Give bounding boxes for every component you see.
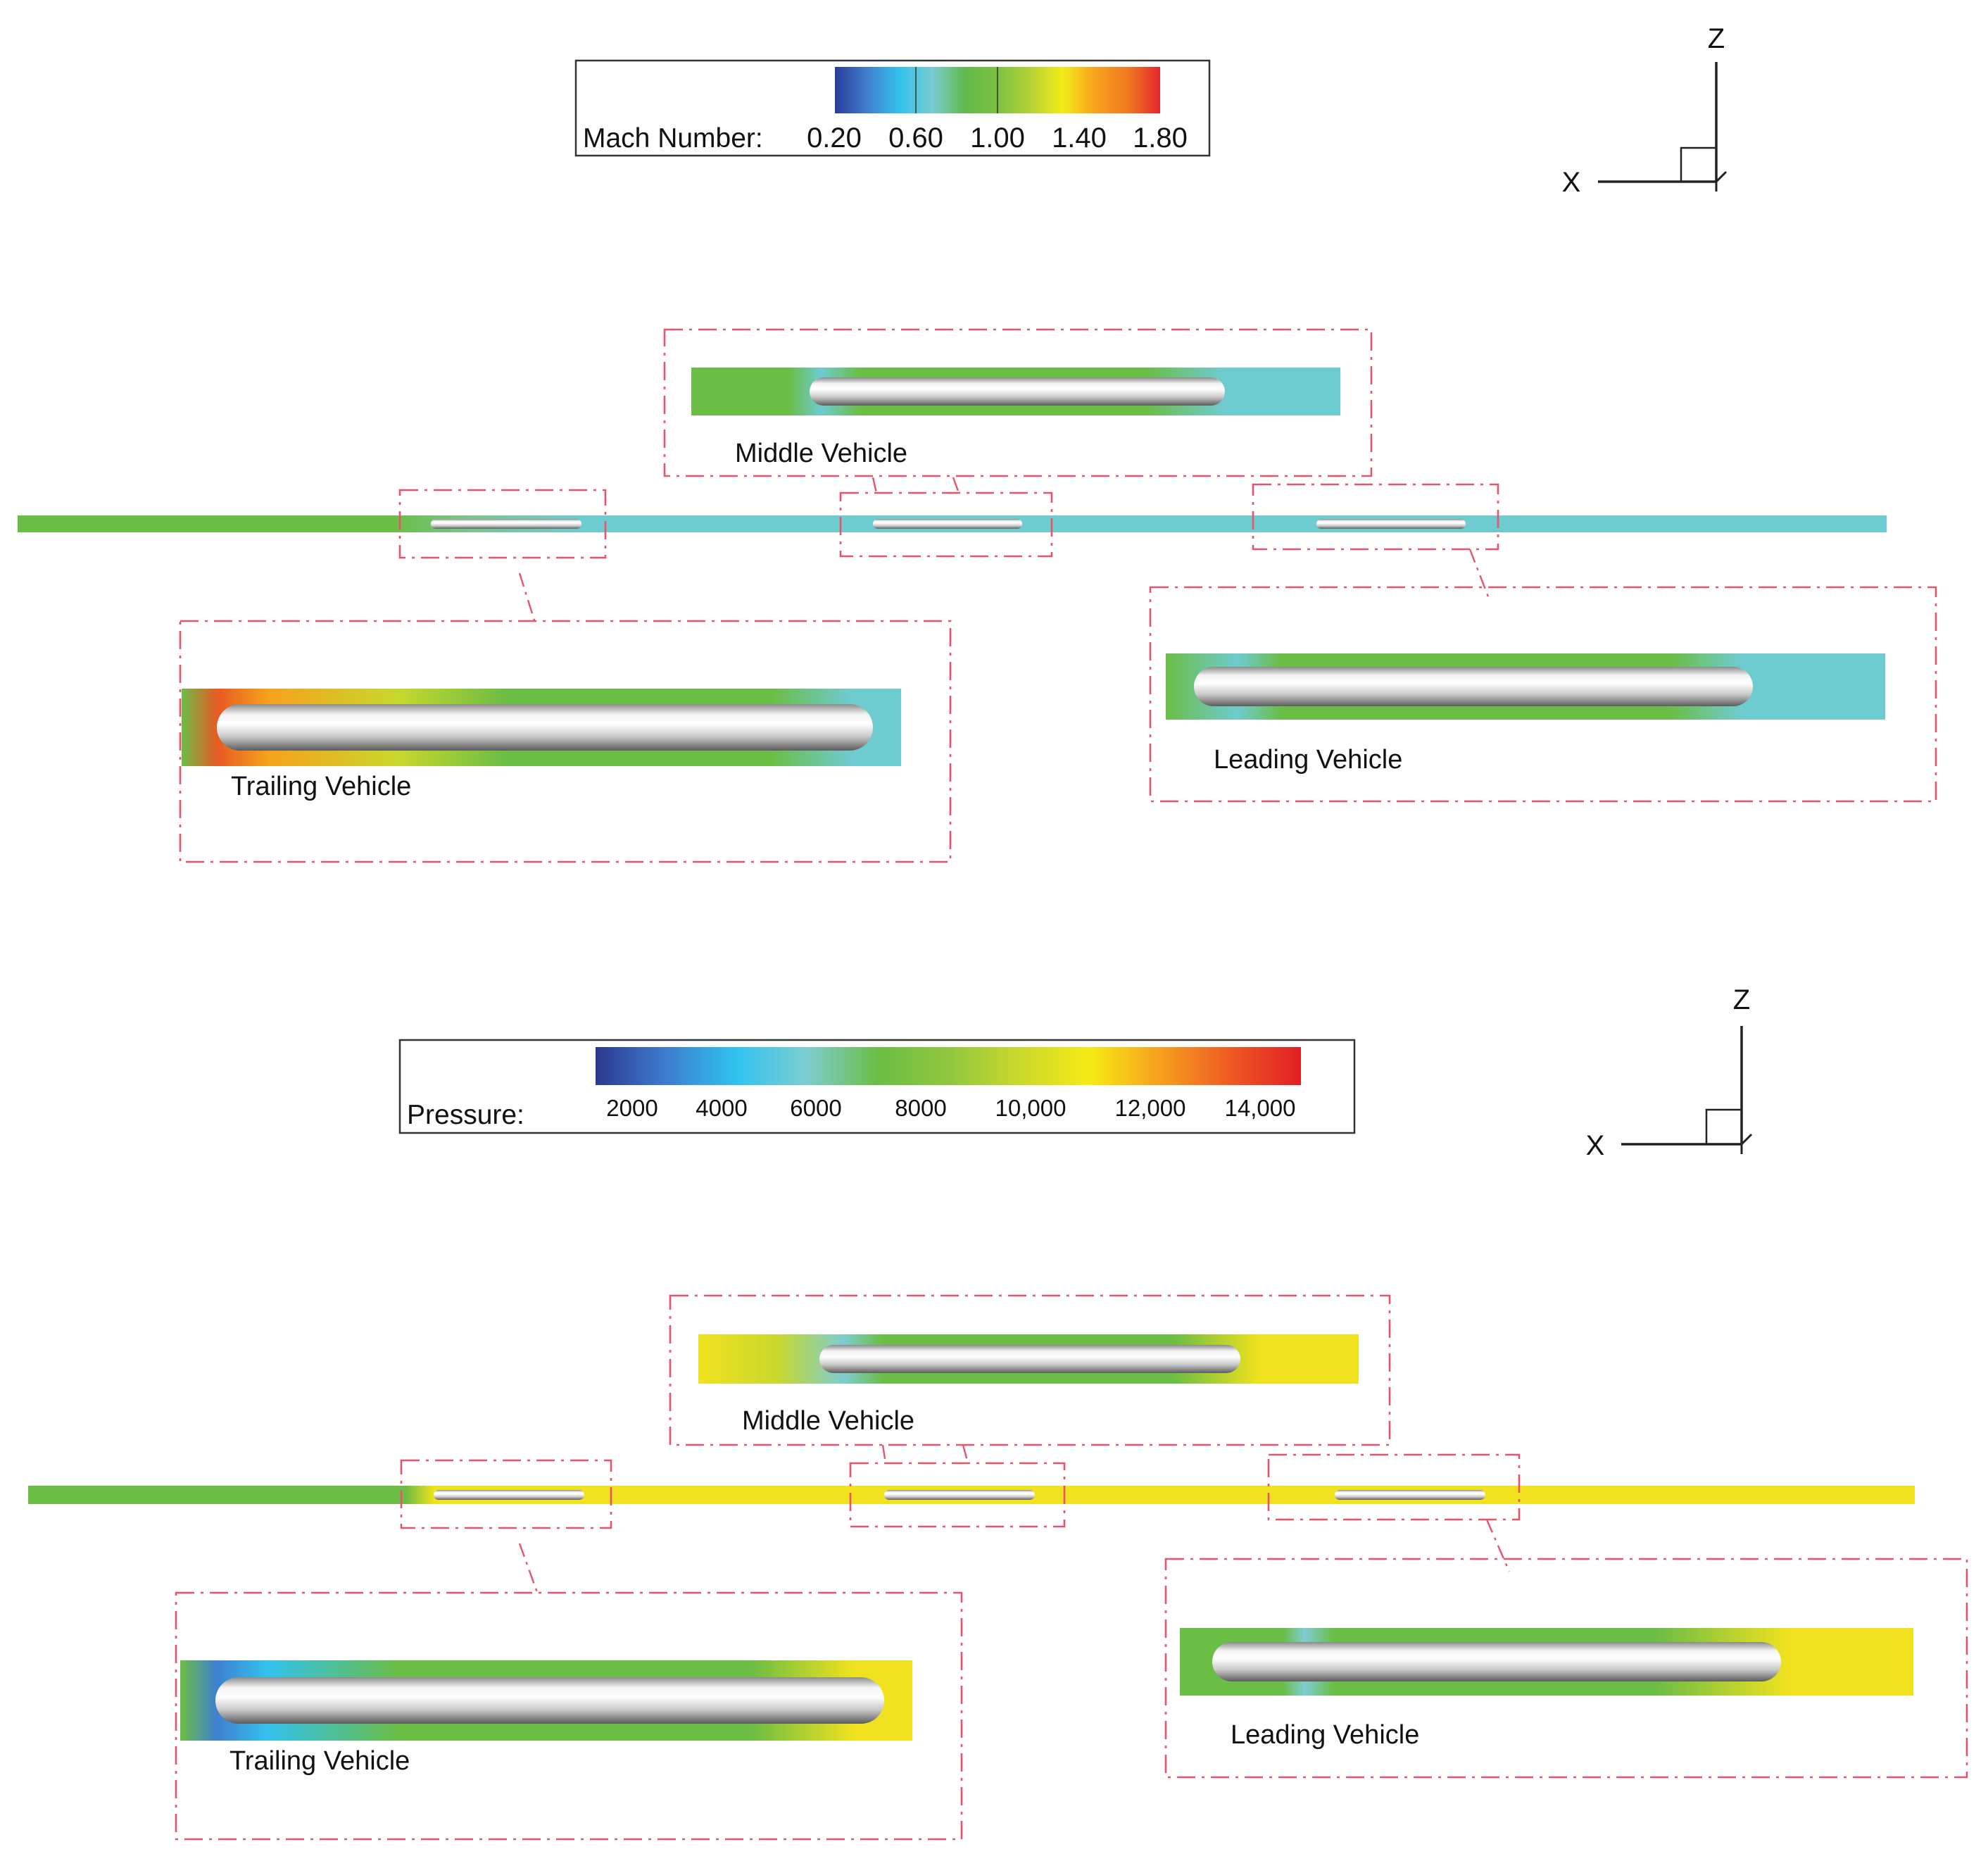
pressure-leading-label: Leading Vehicle (1231, 1720, 1419, 1750)
mach-middle-label: Middle Vehicle (735, 439, 907, 468)
mach-middle-vehicle (810, 377, 1225, 406)
y-axis-tick (1740, 1133, 1753, 1154)
mach-leading-label: Leading Vehicle (1214, 745, 1402, 775)
pressure-middle-callout (669, 1294, 1391, 1446)
pressure-leading-zoom: Leading Vehicle (1164, 1519, 1968, 1779)
pressure-middle-vehicle (819, 1345, 1240, 1373)
pressure-tick-label: 10,000 (995, 1095, 1067, 1121)
pressure-tick-label: 8000 (895, 1095, 946, 1121)
mach-trailing-callout (179, 620, 952, 863)
mach-tick-label: 1.80 (1133, 123, 1188, 154)
mach-leading-zoom: Leading Vehicle (1149, 549, 1937, 803)
pressure-tick-label: 14,000 (1225, 1095, 1296, 1121)
pressure-trailing-leader (518, 1543, 539, 1595)
mach-trailing-vehicle-body (431, 519, 581, 529)
pressure-tick-label: 6000 (790, 1095, 841, 1121)
mach-middle-zoom: Middle Vehicle (663, 328, 1373, 494)
mach-legend-title: Mach Number: (583, 123, 763, 154)
pressure-leading-vehicle (1212, 1642, 1781, 1681)
mach-trailing-leader (518, 572, 536, 623)
pressure-trailing-callout-small (400, 1459, 612, 1529)
pressure-middle-label: Middle Vehicle (742, 1406, 914, 1436)
pressure-middle-zoom: Middle Vehicle (669, 1294, 1391, 1464)
mach-axis-triad: Z X (1562, 23, 1728, 198)
pressure-tube-strip (28, 1453, 1915, 1529)
pressure-middle-leader (881, 1444, 969, 1464)
pressure-legend-title: Pressure: (407, 1100, 524, 1130)
pressure-tick-label: 4000 (696, 1095, 747, 1121)
x-axis-label: X (1562, 167, 1581, 198)
mach-trailing-zoom: Trailing Vehicle (179, 572, 952, 863)
pressure-axis-triad: Z X (1586, 984, 1753, 1161)
triad-box (1705, 1108, 1743, 1146)
pressure-trailing-label: Trailing Vehicle (229, 1746, 410, 1776)
mach-middle-leader (872, 477, 960, 494)
pressure-panel: Pressure: 2000 4000 6000 8000 10,000 12,… (28, 984, 1968, 1841)
pressure-leading-callout-small (1267, 1453, 1521, 1521)
z-axis-label: Z (1733, 984, 1750, 1015)
mach-middle-callout-small (839, 491, 1053, 558)
pressure-legend: Pressure: 2000 4000 6000 8000 10,000 12,… (398, 1039, 1356, 1134)
mach-tick-label: 0.60 (888, 123, 943, 154)
x-axis-label: X (1586, 1130, 1605, 1161)
mach-trailing-label: Trailing Vehicle (231, 772, 411, 801)
pressure-leading-vehicle-body (1335, 1490, 1485, 1500)
mach-leading-callout (1149, 586, 1937, 803)
mach-trailing-vehicle (217, 704, 873, 751)
mach-leading-vehicle (1194, 667, 1753, 706)
mach-leading-callout-small (1252, 483, 1499, 551)
mach-leading-leader (1468, 549, 1490, 599)
mach-panel: Mach Number: 0.20 0.60 1.00 1.40 1.80 Z … (18, 23, 1937, 863)
pressure-trailing-zoom: Trailing Vehicle (175, 1543, 963, 1841)
mach-tick-label: 1.00 (970, 123, 1025, 154)
mach-middle-callout (663, 328, 1373, 477)
pressure-colorbar (596, 1047, 1301, 1085)
mach-legend: Mach Number: 0.20 0.60 1.00 1.40 1.80 (574, 59, 1211, 157)
pressure-middle-callout-small (849, 1462, 1066, 1528)
y-axis-tick (1715, 170, 1728, 192)
pressure-leading-callout (1164, 1558, 1968, 1779)
mach-trailing-callout-small (398, 489, 607, 559)
pressure-trailing-vehicle (215, 1677, 884, 1724)
mach-tick-label: 0.20 (807, 123, 862, 154)
pressure-middle-vehicle-body (884, 1490, 1035, 1500)
pressure-leading-leader (1485, 1519, 1511, 1572)
mach-tube-strip (18, 483, 1887, 559)
pressure-tick-label: 2000 (606, 1095, 658, 1121)
pressure-trailing-vehicle-body (434, 1490, 584, 1500)
pressure-tick-label: 12,000 (1115, 1095, 1186, 1121)
z-axis-label: Z (1708, 23, 1725, 54)
mach-leading-vehicle-body (1316, 519, 1466, 529)
pressure-trailing-callout (175, 1591, 963, 1841)
mach-middle-vehicle-body (873, 519, 1022, 529)
triad-box (1680, 146, 1718, 183)
mach-tick-label: 1.40 (1052, 123, 1107, 154)
